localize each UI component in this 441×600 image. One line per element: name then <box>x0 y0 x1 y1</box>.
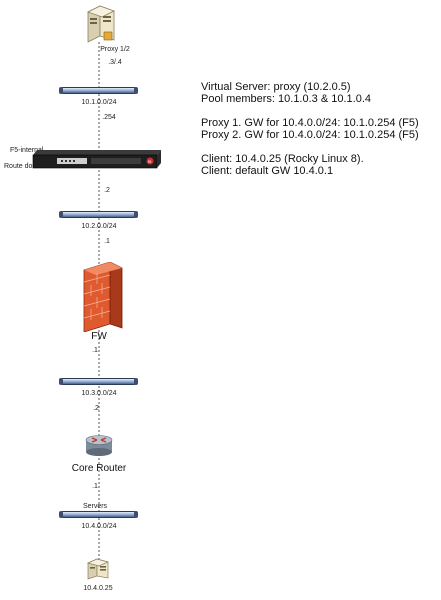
f5-appliance-icon: f5 <box>32 150 161 169</box>
network-segment-10-1[interactable] <box>59 87 138 94</box>
firewall-icon <box>83 261 123 333</box>
f5-appliance[interactable]: f5 <box>31 148 165 175</box>
proxy-label: Proxy 1/2 <box>100 46 130 53</box>
net4-above-ip: .1 <box>92 483 98 490</box>
note-client-address: Client: 10.4.0.25 (Rocky Linux 8). <box>201 153 364 165</box>
router-icon <box>85 435 113 456</box>
net3-below-ip: .2 <box>93 405 99 412</box>
firewall-label: FW <box>91 331 107 342</box>
net4-name-label: Servers <box>82 503 108 510</box>
note-client-gateway: Client: default GW 10.4.0.1 <box>201 165 334 177</box>
client-host-icon <box>86 558 110 580</box>
firewall-device[interactable] <box>80 261 126 337</box>
network-segment-10-2[interactable] <box>59 211 138 218</box>
client-ip-label: 10.4.0.25 <box>83 585 113 592</box>
note-proxy1-gateway: Proxy 1. GW for 10.4.0.0/24: 10.1.0.254 … <box>201 117 419 129</box>
core-router-device[interactable] <box>84 432 114 461</box>
server-pair-icon <box>86 5 116 43</box>
net1-subnet-label: 10.1.0.0/24 <box>81 99 117 106</box>
net4-subnet-label: 10.4.0.0/24 <box>81 523 117 530</box>
svg-text:f5: f5 <box>148 159 152 164</box>
net2-above-ip: .2 <box>104 187 110 194</box>
network-segment-10-4[interactable] <box>59 511 138 518</box>
f5-label-line1: F5-internal <box>10 147 44 154</box>
network-segment-10-3[interactable] <box>59 378 138 385</box>
note-proxy2-gateway: Proxy 2. GW for 10.4.0.0/24: 10.1.0.254 … <box>201 129 419 141</box>
client-host[interactable] <box>85 554 111 585</box>
net2-below-ip: .1 <box>104 238 110 245</box>
note-pool-members: Pool members: 10.1.0.3 & 10.1.0.4 <box>201 93 371 105</box>
note-virtual-server: Virtual Server: proxy (10.2.0.5) <box>201 81 351 93</box>
net3-subnet-label: 10.3.0.0/24 <box>81 390 117 397</box>
net1-below-ip: .254 <box>102 114 116 121</box>
net1-above-ip: .3/.4 <box>108 59 122 66</box>
f5-label-line2: Route domain <box>4 163 48 170</box>
proxy-server-pair[interactable] <box>84 2 118 49</box>
config-notes: Virtual Server: proxy (10.2.0.5) Pool me… <box>201 81 419 177</box>
core-router-label: Core Router <box>71 463 127 474</box>
net2-subnet-label: 10.2.0.0/24 <box>81 223 117 230</box>
net3-above-ip: .1 <box>92 347 98 354</box>
